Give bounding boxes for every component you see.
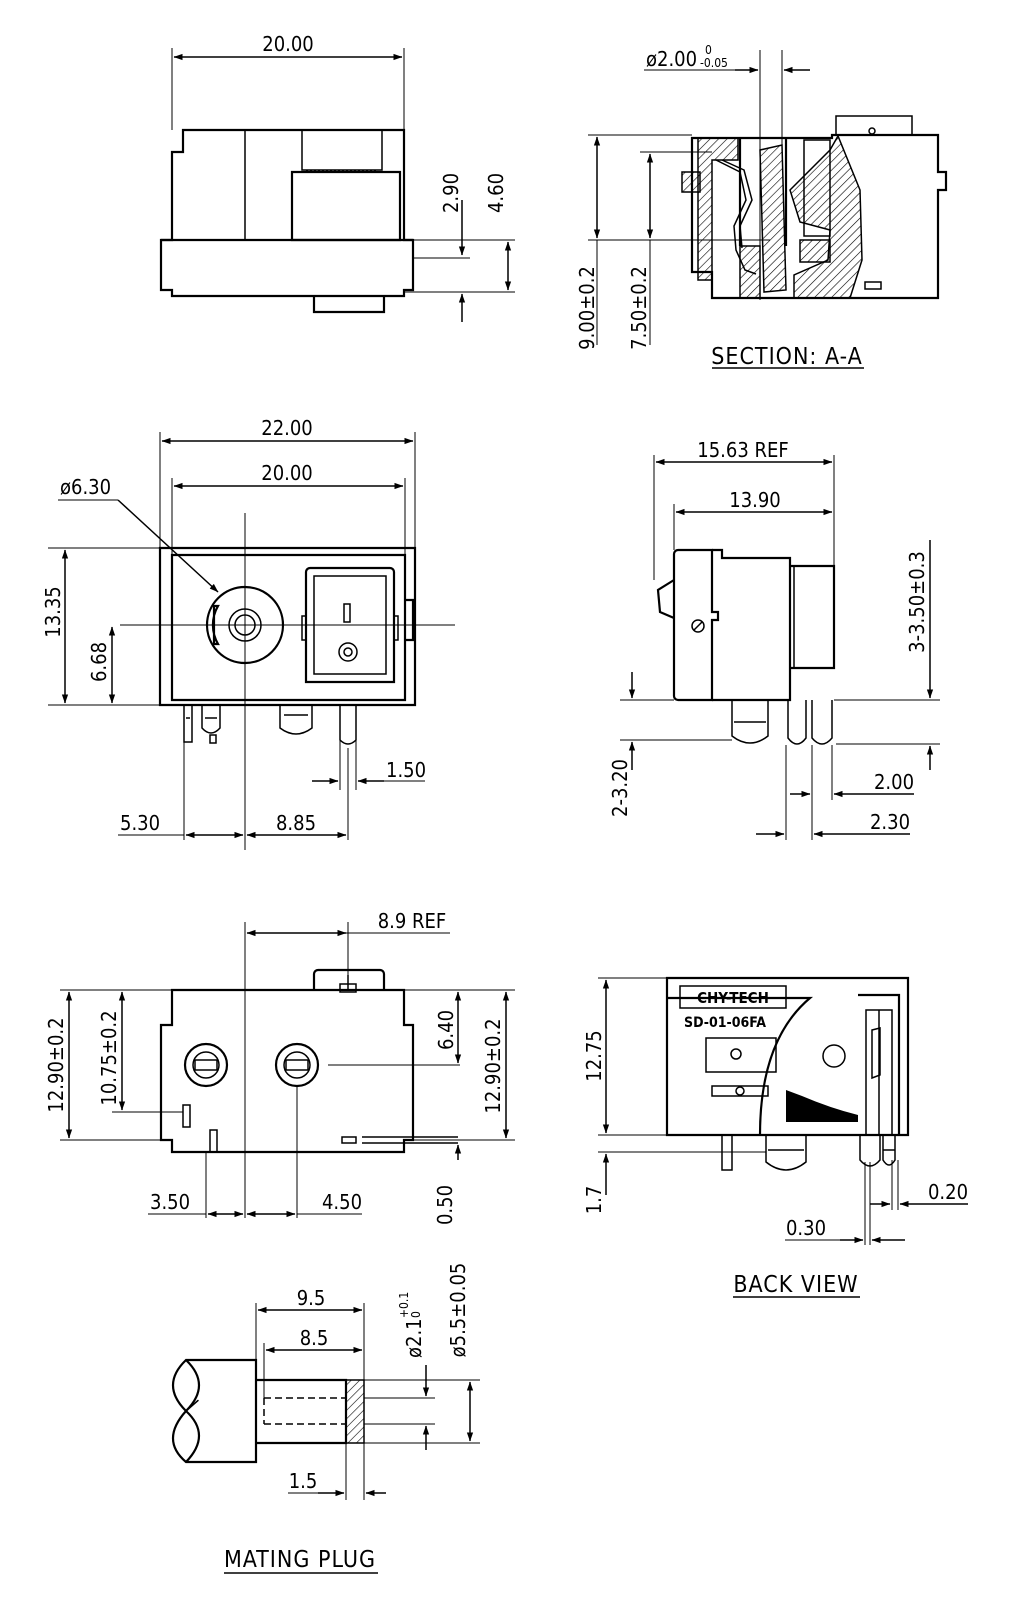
section-pin-tol-lower: -0.05: [700, 56, 728, 70]
bottom-thick-label: 0.50: [433, 1185, 457, 1225]
front-center-label: 6.68: [87, 642, 111, 682]
back-view-title: BACK VIEW: [733, 1272, 858, 1298]
front-offset-left-label: 5.30: [120, 811, 160, 835]
front-pin-pitch-label: 8.85: [276, 811, 316, 835]
section-pin-dia-label: ø2.00: [646, 47, 697, 71]
back-view: CHY-TECH SD-01-06FA 12.75 1.7 0.20 0.30 …: [582, 976, 968, 1298]
plug-len-inner-label: 8.5: [300, 1326, 329, 1350]
bottom-ref-label: 8.9 REF: [378, 909, 447, 933]
section-view: ø2.00 0 -0.05 9.00±0.2 7.50±0.2 SECTION:…: [575, 43, 948, 370]
front-height-label: 13.35: [41, 586, 65, 638]
bottom-h-right-label: 12.90±0.2: [481, 1018, 505, 1113]
back-model-label: SD-01-06FA: [684, 1015, 766, 1031]
bottom-h-inner-label: 10.75±0.2: [97, 1010, 121, 1105]
back-t2-label: 0.30: [786, 1216, 826, 1240]
plug-outer-dia-label: ø5.5±0.05: [446, 1263, 470, 1358]
front-body-width-label: 20.00: [261, 461, 313, 485]
side-view: 15.63 REF 13.90 3-3.50±0.3 2-3.20 2.00 2…: [608, 438, 940, 840]
side-pin-thick-label: 2-3.20: [608, 759, 632, 817]
back-lead-label: 1.7: [582, 1186, 606, 1215]
section-title: SECTION: A-A: [711, 344, 862, 370]
bottom-center-label: 6.40: [434, 1010, 458, 1050]
front-view: 22.00 20.00 ø6.30 13.35 6.68 1.50 5.30 8…: [41, 416, 455, 850]
top-h1-label: 2.90: [439, 173, 463, 213]
plug-inner-dia-label: ø2.1: [402, 1318, 426, 1358]
back-t1-label: 0.20: [928, 1180, 968, 1204]
bottom-view: 8.9 REF 12.90±0.2 10.75±0.2 6.40 12.90±0…: [44, 909, 515, 1225]
back-brand-label: CHY-TECH: [697, 989, 769, 1007]
back-height-label: 12.75: [582, 1030, 606, 1082]
plug-inner-tol-upper: +0.1: [397, 1292, 411, 1318]
side-body-len-label: 13.90: [729, 488, 781, 512]
plug-inner-tol-lower: 0: [409, 1311, 423, 1318]
mating-plug-view: 9.5 8.5 ø2.1 +0.1 0 ø5.5±0.05 1.5 MATING…: [172, 1263, 480, 1574]
bottom-pitch-label: 4.50: [322, 1190, 362, 1214]
top-view: 20.00 2.90 4.60: [159, 32, 515, 322]
plug-tip-label: 1.5: [289, 1469, 318, 1493]
bottom-offset-label: 3.50: [150, 1190, 190, 1214]
front-overall-width-label: 22.00: [261, 416, 313, 440]
plug-title: MATING PLUG: [224, 1547, 376, 1573]
side-ref-len-label: 15.63 REF: [697, 438, 788, 462]
plug-len-outer-label: 9.5: [297, 1286, 326, 1310]
front-jack-dia-label: ø6.30: [60, 475, 111, 499]
section-height-b-label: 7.50±0.2: [627, 266, 651, 350]
side-pin-len-label: 3-3.50±0.3: [905, 551, 929, 653]
section-height-a-label: 9.00±0.2: [575, 266, 599, 350]
top-h2-label: 4.60: [484, 173, 508, 213]
front-pin-width-label: 1.50: [386, 758, 426, 782]
side-w2-label: 2.30: [870, 810, 910, 834]
bottom-h-left-label: 12.90±0.2: [44, 1017, 68, 1112]
section-pin-tol-upper: 0: [705, 43, 712, 57]
top-width-label: 20.00: [262, 32, 314, 56]
side-w1-label: 2.00: [874, 770, 914, 794]
